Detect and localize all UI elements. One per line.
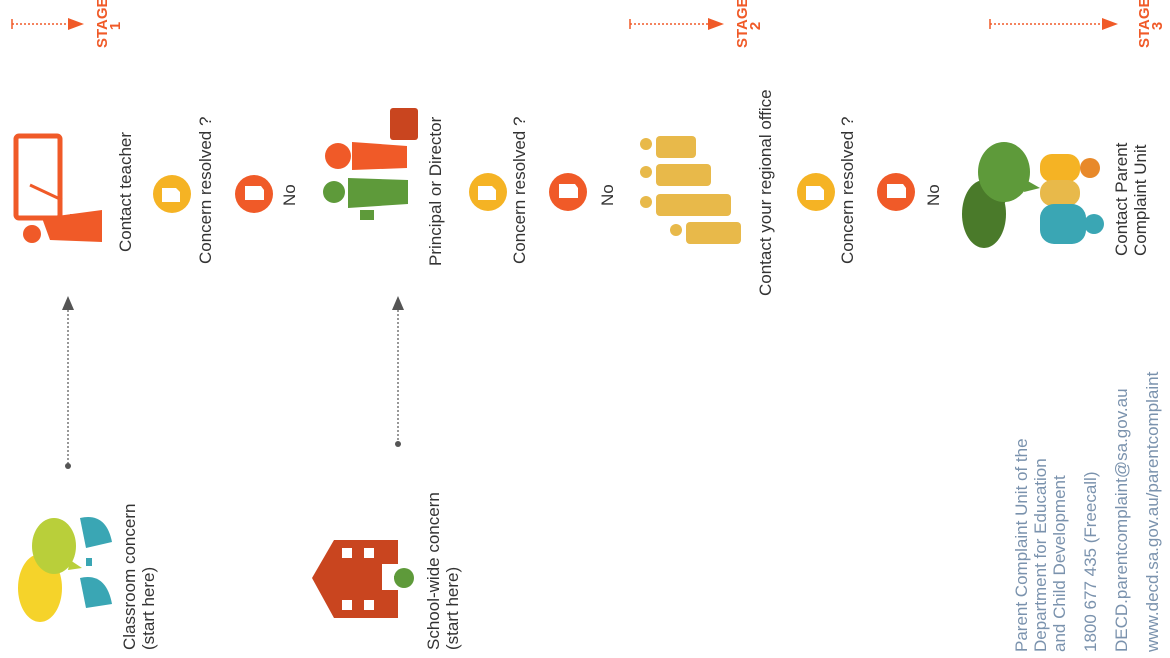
school-wide-concern-line2: (start here) xyxy=(443,566,462,650)
contact-info-email[interactable]: DECD.parentcomplaint@sa.gov.au xyxy=(1112,388,1131,652)
contact-info-website[interactable]: www.decd.sa.gov.au/parentcomplaint xyxy=(1143,371,1162,652)
school-connector-arrow xyxy=(392,296,404,447)
stage-1-label: STAGE 1 xyxy=(94,0,124,48)
classroom-concern-line2: (start here) xyxy=(139,566,158,650)
school-building-icon xyxy=(312,540,414,618)
speech-bubbles-people-icon xyxy=(962,142,1104,248)
classroom-concern-line1: Classroom concern xyxy=(120,503,139,650)
school-wide-concern-line1: School-wide concern xyxy=(424,492,443,650)
thumbs-up-icon xyxy=(153,175,191,213)
no-2-label: No xyxy=(598,184,617,206)
classroom-chat-icon xyxy=(18,517,112,622)
contact-teacher-label: Contact teacher xyxy=(116,131,135,252)
regional-office-label: Contact your regional office xyxy=(756,89,775,296)
no-1-label: No xyxy=(280,184,299,206)
principal-label: Principal or Director xyxy=(426,116,445,266)
stage-3-label: STAGE 3 xyxy=(1136,0,1166,48)
contact-info-org-line3: and Child Development xyxy=(1050,475,1069,652)
principal-group-icon xyxy=(323,108,418,220)
stage-3-arrow xyxy=(989,18,1118,30)
stage-1-arrow xyxy=(11,18,84,30)
concern-resolved-1-label: Concern resolved ? xyxy=(196,116,215,264)
regional-office-people-icon xyxy=(640,136,741,244)
classroom-connector-arrow xyxy=(62,296,74,469)
thumbs-up-icon xyxy=(469,173,507,211)
thumbs-down-icon xyxy=(549,173,587,211)
stage-2-arrow xyxy=(629,18,724,30)
thumbs-down-icon xyxy=(877,173,915,211)
parent-complaint-line2: Complaint Unit xyxy=(1131,144,1150,257)
thumbs-down-icon xyxy=(235,175,273,213)
teacher-board-icon xyxy=(13,133,102,243)
classroom-concern-label: Classroom concern (start here) xyxy=(120,504,158,650)
parent-complaint-unit-label: Contact Parent Complaint Unit xyxy=(1112,143,1150,256)
thumbs-up-icon xyxy=(797,173,835,211)
contact-info-phone: 1800 677 435 (Freecall) xyxy=(1081,471,1100,652)
school-wide-concern-label: School-wide concern (start here) xyxy=(424,492,462,650)
no-3-label: No xyxy=(924,184,943,206)
concern-resolved-2-label: Concern resolved ? xyxy=(510,116,529,264)
concern-resolved-3-label: Concern resolved ? xyxy=(838,116,857,264)
parent-complaint-line1: Contact Parent xyxy=(1112,142,1131,256)
contact-info-org-line1: Parent Complaint Unit of the xyxy=(1012,438,1031,652)
contact-info-block: Parent Complaint Unit of the Department … xyxy=(1012,372,1162,652)
contact-info-org-line2: Department for Education xyxy=(1031,458,1050,652)
stage-2-label: STAGE 2 xyxy=(734,0,764,48)
